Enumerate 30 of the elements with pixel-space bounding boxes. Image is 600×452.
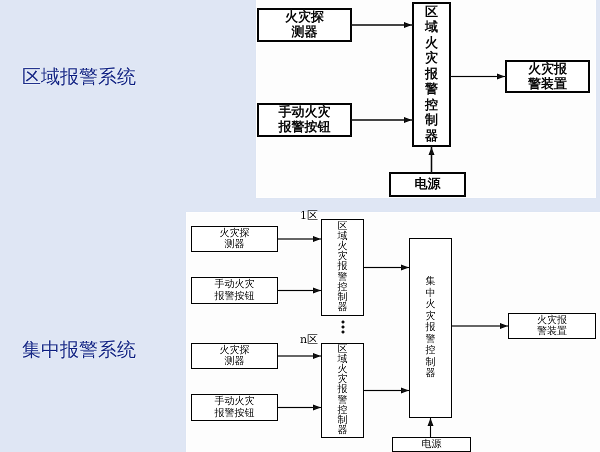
- power-box: 电源: [392, 437, 471, 452]
- power-box: 电源: [389, 172, 466, 197]
- arrow: [451, 74, 505, 80]
- arrow: [428, 418, 434, 437]
- controller-box: 区域火灾报警控制器: [321, 219, 364, 316]
- detector-box: 火灾探测器: [257, 8, 352, 42]
- arrow: [364, 264, 409, 270]
- detector-box: 火灾探测器: [191, 343, 278, 369]
- detector-box: 火灾探测器: [191, 226, 278, 252]
- zone-label: n区: [300, 332, 318, 347]
- manual-button-box: 手动火灾报警按钮: [257, 103, 352, 137]
- arrow: [278, 288, 321, 294]
- controller-box: 区域火灾报警控制器: [412, 2, 451, 147]
- arrow: [452, 323, 508, 329]
- arrow: [278, 404, 321, 410]
- central-controller-box: 集中火灾报警控制器: [409, 238, 452, 418]
- arrow: [278, 353, 321, 359]
- manual-button-box: 手动火灾报警按钮: [191, 394, 278, 421]
- alarm-device-box: 火灾报警装置: [505, 60, 590, 93]
- arrow: [364, 388, 409, 394]
- arrow: [352, 22, 412, 28]
- manual-button-box: 手动火灾报警按钮: [191, 277, 278, 304]
- system-title: 集中报警系统: [22, 338, 136, 363]
- system-title: 区域报警系统: [22, 65, 136, 90]
- arrow: [352, 117, 412, 123]
- controller-box: 区域火灾报警控制器: [321, 343, 364, 438]
- arrow: [428, 147, 434, 172]
- arrow: [278, 236, 321, 242]
- zone-label: 1区: [300, 208, 318, 223]
- alarm-device-box: 火灾报警装置: [508, 313, 596, 339]
